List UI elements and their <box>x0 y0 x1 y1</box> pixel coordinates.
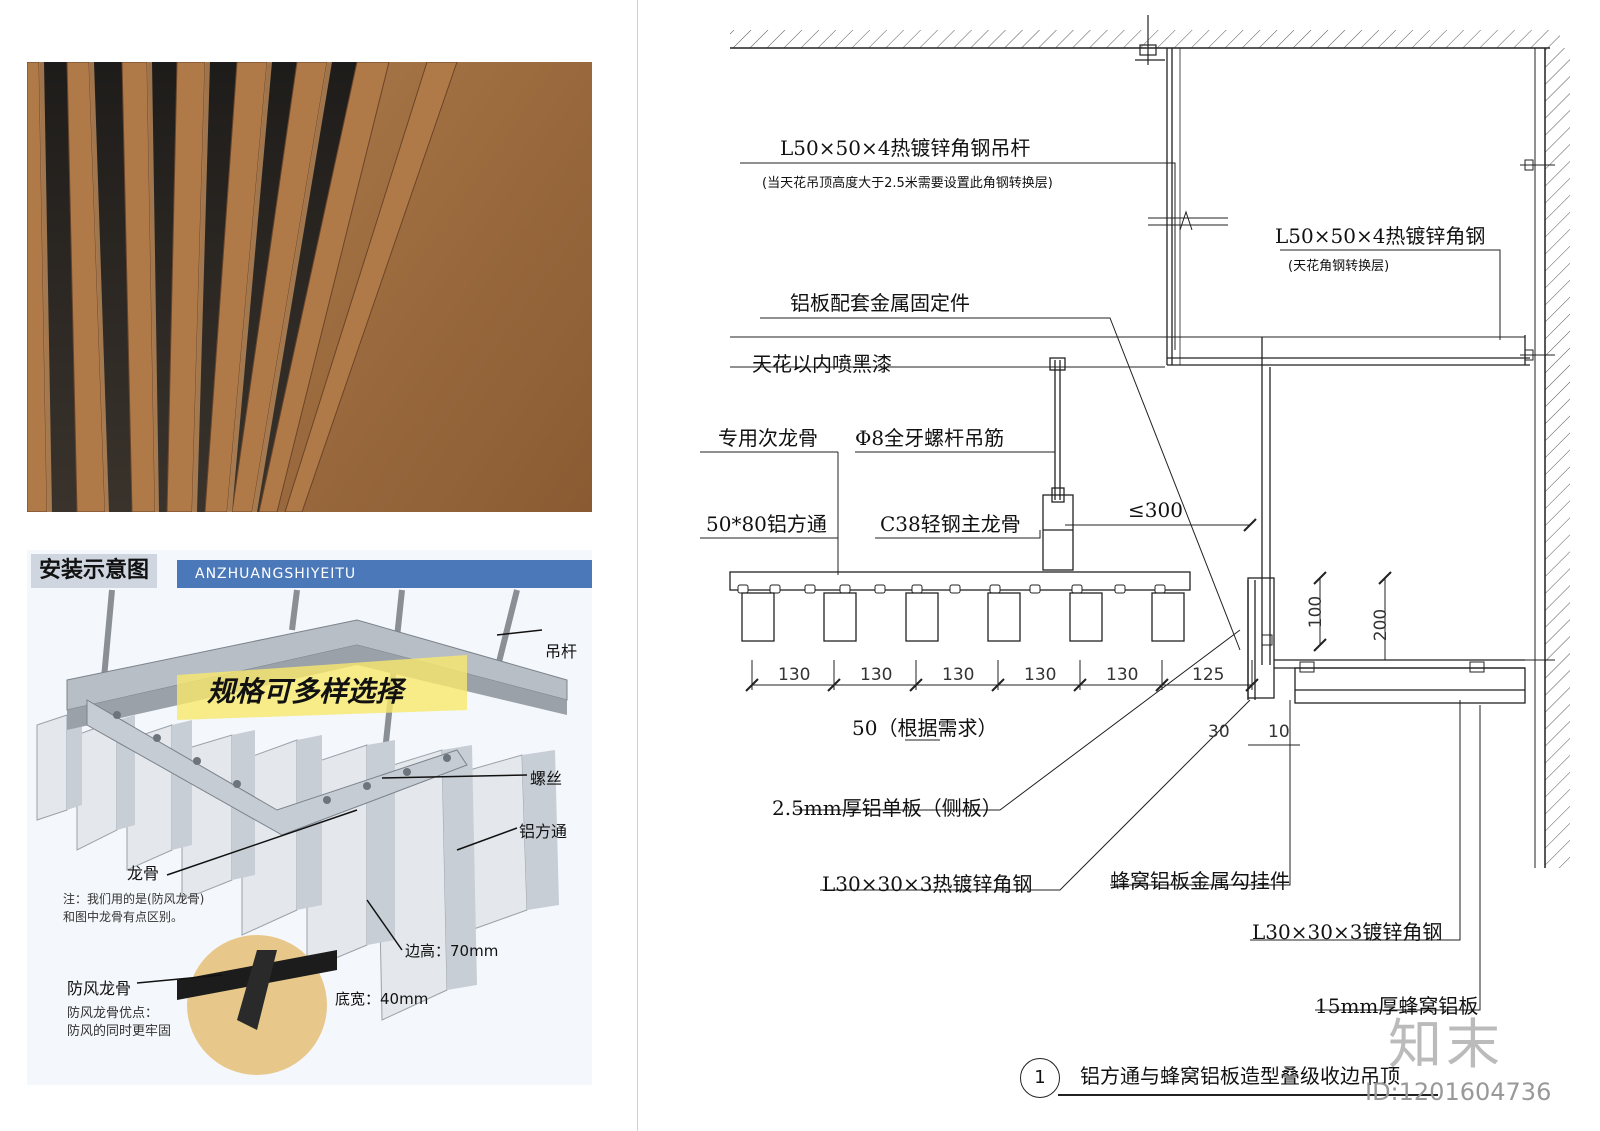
install-label-keel: 龙骨 <box>127 864 160 883</box>
label-honeycomb-panel: 15mm厚蜂窝铝板 <box>1315 994 1479 1018</box>
detail-number: 1 <box>1020 1058 1060 1098</box>
wall-hatch <box>1545 48 1570 868</box>
dimension-ticks <box>745 518 1392 692</box>
sub-keel-clips <box>737 584 1166 594</box>
detail-title-underline <box>1058 1094 1438 1096</box>
label-al-tube: 50*80铝方通 <box>706 512 827 536</box>
threaded-rod <box>1049 357 1066 500</box>
install-header: 安装示意图 ANZHUANGSHIYEITU <box>27 550 592 592</box>
detail-title: 铝方通与蜂窝铝板造型叠级收边吊顶 <box>1080 1064 1400 1088</box>
angle-hanger <box>1166 48 1181 365</box>
wall-fixings <box>1520 159 1555 661</box>
dim-125: 125 <box>1192 665 1225 685</box>
label-angle-30: L30×30×3镀锌角钢 <box>1252 920 1443 944</box>
label-black-paint: 天花以内喷黑漆 <box>752 352 892 376</box>
dim-200: 200 <box>1371 608 1392 642</box>
label-metal-fixing: 铝板配套金属固定件 <box>790 291 970 315</box>
dim-130-1: 130 <box>778 665 811 685</box>
side-panel <box>1247 337 1271 700</box>
install-note-2: 和图中龙骨有点区别。 <box>63 910 184 924</box>
dim-100: 100 <box>1306 595 1327 629</box>
label-fifty-note: 50（根据需求） <box>852 716 998 740</box>
transfer-angle <box>1167 335 1530 366</box>
dim-10: 10 <box>1268 722 1290 742</box>
dim-130-3: 130 <box>942 665 975 685</box>
install-diagram: 安装示意图 ANZHUANGSHIYEITU <box>27 550 592 1085</box>
watermark-id: ID:1201604736 <box>1365 1078 1552 1106</box>
label-hanger-note: (当天花吊顶高度大于2.5米需要设置此角钢转换层) <box>762 176 1053 191</box>
dim-130-2: 130 <box>860 665 893 685</box>
label-hot-angle-30: L30×30×3热镀锌角钢 <box>822 872 1033 896</box>
install-label-screw: 螺丝 <box>530 769 563 788</box>
install-wind-adv-text: 防风的同时更牢固 <box>67 1024 172 1039</box>
c38-keel <box>1042 487 1074 571</box>
label-transfer-angle: L50×50×4热镀锌角钢 <box>1275 224 1486 248</box>
install-illustration <box>36 589 568 1075</box>
label-sub-keel: 专用次龙骨 <box>718 426 818 450</box>
watermark-logo: 知末 <box>1388 1013 1504 1076</box>
label-transfer-note: (天花角钢转换层) <box>1288 259 1390 274</box>
label-hanger-angle: L50×50×4热镀锌角钢吊杆 <box>780 136 1031 160</box>
dim-130-4: 130 <box>1024 665 1057 685</box>
al-tubes <box>741 592 1185 642</box>
install-bottom-width: 底宽：40mm <box>335 990 429 1008</box>
install-side-height: 边高：70mm <box>405 942 499 960</box>
label-honeycomb-hook: 蜂窝铝板金属勾挂件 <box>1110 869 1290 893</box>
install-label-rod: 吊杆 <box>545 642 578 661</box>
slab-hatch <box>730 30 1560 48</box>
anchor-bolt <box>1135 15 1165 65</box>
dim-130-5: 130 <box>1106 665 1139 685</box>
label-main-keel: C38轻钢主龙骨 <box>880 512 1021 536</box>
step-hooks <box>1261 634 1485 673</box>
ceiling-photo <box>27 62 592 512</box>
install-banner: 规格可多样选择 <box>207 675 404 708</box>
ceiling-photo-art <box>27 62 592 512</box>
dim-30: 30 <box>1208 722 1230 742</box>
leader-lines <box>700 162 1501 1011</box>
break-symbol <box>1148 210 1228 231</box>
page-divider <box>637 0 638 1131</box>
install-note-1: 注：我们用的是(防风龙骨) <box>63 892 205 906</box>
install-wind-keel: 防风龙骨 <box>67 979 132 998</box>
install-wind-adv-title: 防风龙骨优点： <box>67 1006 159 1021</box>
install-header-en: ANZHUANGSHIYEITU <box>177 560 592 588</box>
install-label-tube: 铝方通 <box>519 822 568 841</box>
label-side-panel: 2.5mm厚铝单板（侧板） <box>772 796 1002 820</box>
label-threaded-rod: Φ8全牙螺杆吊筋 <box>855 426 1005 450</box>
label-max-spacing: ≤300 <box>1128 498 1183 522</box>
step-enclosure <box>1247 577 1526 704</box>
install-header-cn: 安装示意图 <box>31 554 158 588</box>
